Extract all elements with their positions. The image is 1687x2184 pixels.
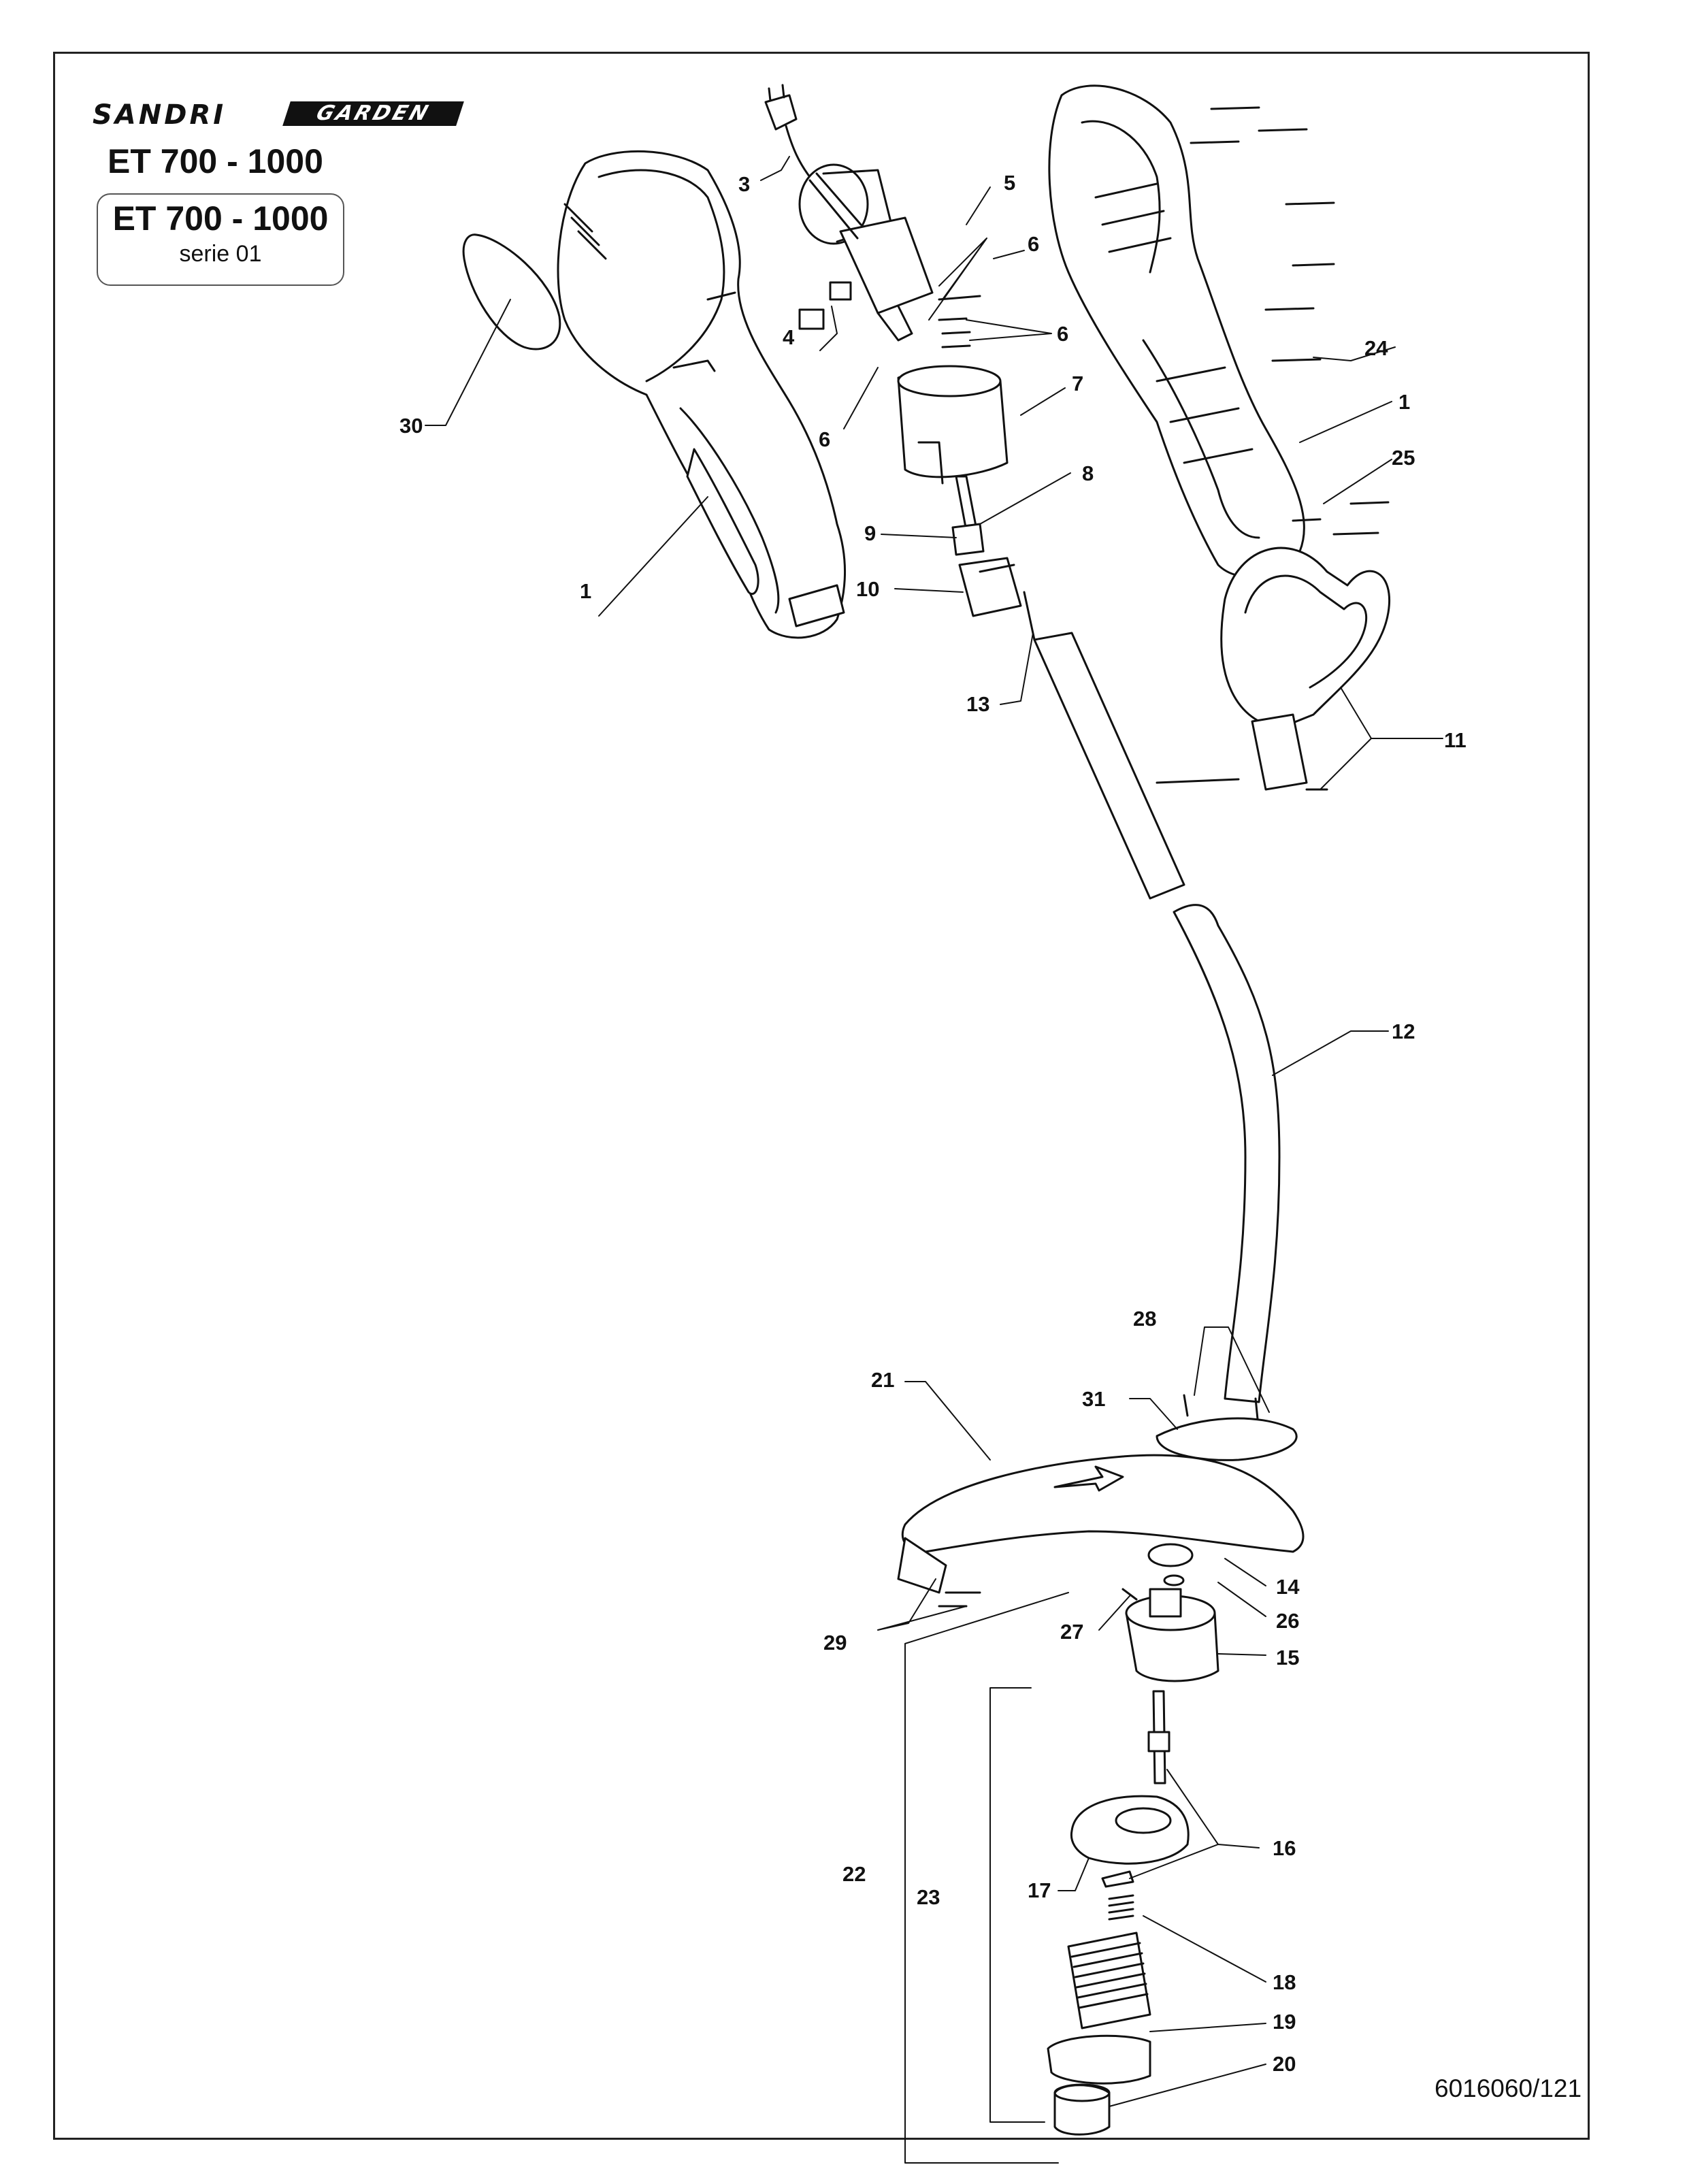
callout-31: 31 bbox=[1082, 1387, 1106, 1411]
callout-26: 26 bbox=[1276, 1609, 1300, 1633]
part-screws-handle bbox=[1292, 501, 1390, 536]
part-spool-cover bbox=[1070, 1795, 1190, 1888]
callout-7: 7 bbox=[1072, 372, 1084, 395]
part-bump-knob bbox=[1053, 2083, 1111, 2136]
part-clamp bbox=[1156, 1394, 1298, 1461]
callout-23: 23 bbox=[917, 1885, 940, 1909]
part-decal bbox=[462, 233, 561, 351]
callout-16: 16 bbox=[1273, 1836, 1296, 1860]
part-plug-cable bbox=[764, 84, 811, 178]
model-box-title: ET 700 - 1000 bbox=[112, 199, 329, 238]
part-housing-left bbox=[557, 150, 846, 639]
callout-17: 17 bbox=[1028, 1878, 1051, 1902]
brand-logo: SANDRI GARDEN bbox=[93, 99, 467, 131]
callout-19: 19 bbox=[1273, 2010, 1296, 2034]
callout-10: 10 bbox=[856, 577, 880, 601]
callout-13: 13 bbox=[966, 692, 990, 716]
callout-24: 24 bbox=[1364, 336, 1388, 360]
callout-28: 28 bbox=[1133, 1307, 1157, 1331]
callout-4: 4 bbox=[783, 325, 795, 349]
callout-5: 5 bbox=[1004, 171, 1016, 195]
callout-14: 14 bbox=[1276, 1575, 1300, 1599]
group-brackets bbox=[904, 1592, 1069, 2164]
part-screws-housing bbox=[1190, 106, 1335, 362]
part-housing-right bbox=[1048, 84, 1305, 578]
callout-1: 1 bbox=[580, 579, 592, 603]
part-switch-block bbox=[958, 557, 1022, 617]
callout-29: 29 bbox=[823, 1631, 847, 1655]
part-ring bbox=[1147, 1543, 1194, 1586]
part-upper-tube bbox=[1023, 591, 1185, 900]
callout-8: 8 bbox=[1082, 461, 1094, 485]
callout-12: 12 bbox=[1392, 1020, 1415, 1043]
leader-lines bbox=[425, 156, 1443, 2107]
series-label: serie 01 bbox=[179, 241, 262, 267]
part-spring bbox=[1108, 1894, 1134, 1921]
part-aux-handle bbox=[1156, 547, 1390, 791]
part-spool-shaft bbox=[1147, 1690, 1170, 1784]
part-lower-tube bbox=[1173, 904, 1281, 1403]
callout-6: 6 bbox=[1028, 232, 1040, 256]
callout-21: 21 bbox=[871, 1368, 895, 1392]
callout-18: 18 bbox=[1273, 1970, 1296, 1994]
part-brushes bbox=[798, 281, 852, 330]
document-number: 6016060/121 bbox=[1435, 2074, 1582, 2102]
callout-1: 1 bbox=[1398, 390, 1411, 414]
part-shaft bbox=[955, 475, 978, 532]
callout-9: 9 bbox=[864, 521, 877, 545]
callout-3: 3 bbox=[738, 172, 751, 196]
part-switch bbox=[951, 523, 985, 556]
callout-22: 22 bbox=[842, 1862, 866, 1886]
drawing-frame bbox=[53, 52, 1590, 2140]
callout-20: 20 bbox=[1273, 2052, 1296, 2076]
brand-logo-left: SANDRI bbox=[93, 99, 227, 131]
callout-6: 6 bbox=[1057, 322, 1069, 346]
part-armature bbox=[798, 163, 934, 342]
callout-30: 30 bbox=[399, 414, 423, 438]
callout-15: 15 bbox=[1276, 1646, 1300, 1669]
callout-11: 11 bbox=[1444, 728, 1467, 752]
part-screws-motor bbox=[938, 295, 981, 348]
part-motor-cup bbox=[1121, 1588, 1219, 1682]
model-title: ET 700 - 1000 bbox=[108, 142, 323, 180]
model-series-box: ET 700 - 1000 serie 01 bbox=[97, 193, 344, 286]
callout-6: 6 bbox=[819, 427, 831, 451]
part-spool bbox=[1047, 1932, 1151, 2085]
callout-27: 27 bbox=[1060, 1620, 1084, 1644]
callout-25: 25 bbox=[1392, 446, 1415, 470]
part-guard bbox=[897, 1454, 1305, 1608]
part-stator bbox=[897, 365, 1009, 519]
